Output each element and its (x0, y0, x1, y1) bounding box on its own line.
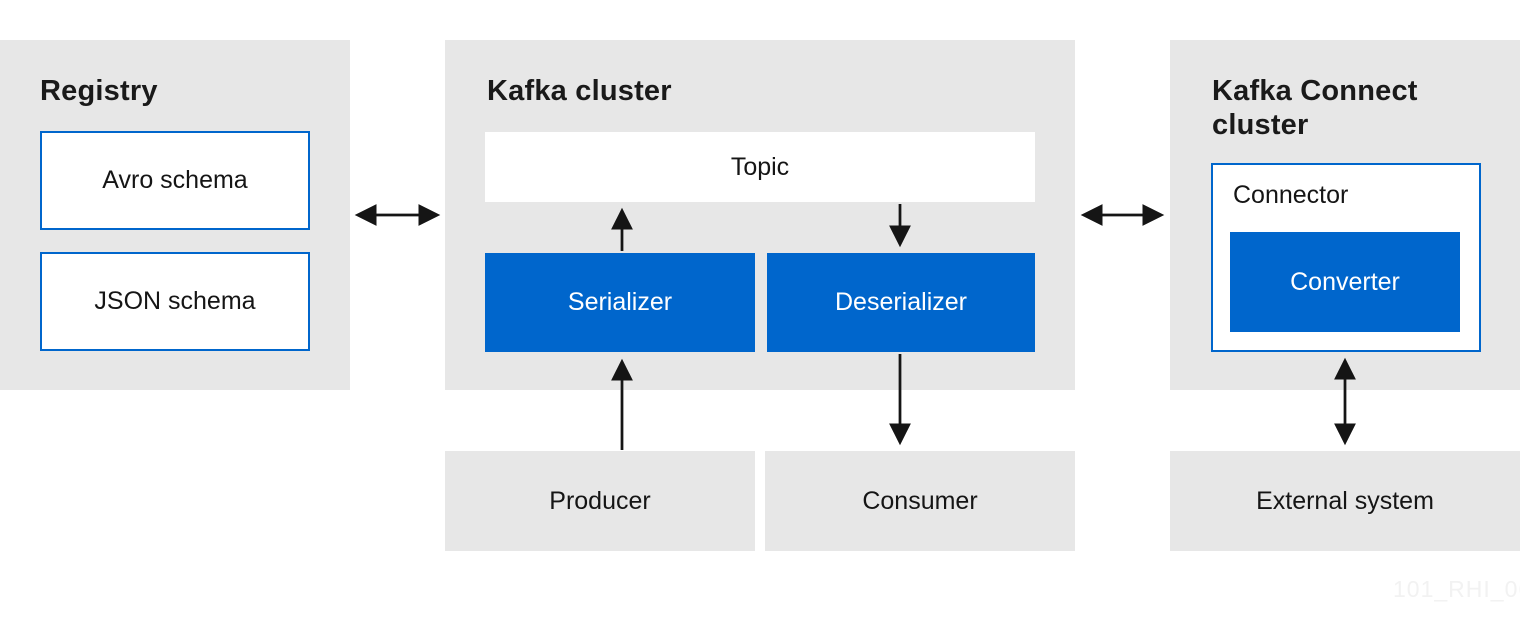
external-system-label: External system (1256, 486, 1434, 515)
watermark-text: 101_RHI_0620 (1393, 576, 1520, 602)
serializer-box: Serializer (485, 253, 755, 352)
kafka-cluster-panel: Kafka cluster Topic Serializer Deseriali… (445, 40, 1075, 390)
serializer-label: Serializer (567, 288, 673, 316)
producer-label: Producer (549, 486, 651, 515)
converter-label: Converter (1290, 267, 1400, 296)
json-schema-box: JSON schema (40, 252, 310, 351)
producer-box: Producer (445, 451, 755, 551)
registry-panel: Registry Avro schema JSON schema (0, 40, 350, 390)
deserializer-label: Deserializer (835, 288, 967, 316)
registry-title: Registry (40, 75, 158, 107)
topic-box: Topic (485, 132, 1035, 202)
avro-schema-label: Avro schema (102, 166, 248, 194)
kafka-cluster-title: Kafka cluster (487, 75, 672, 107)
deserializer-box: Deserializer (767, 253, 1035, 352)
external-system-box: External system (1170, 451, 1520, 551)
json-schema-label: JSON schema (94, 287, 256, 315)
kafka-connect-cluster-panel: Kafka Connect cluster Connector Converte… (1170, 40, 1520, 390)
consumer-box: Consumer (765, 451, 1075, 551)
consumer-label: Consumer (862, 486, 978, 515)
connector-box: Connector Converter (1211, 163, 1481, 352)
avro-schema-box: Avro schema (40, 131, 310, 230)
connector-label: Connector (1233, 181, 1349, 209)
converter-box: Converter (1230, 232, 1460, 332)
kafka-connect-cluster-title: Kafka Connect cluster (1212, 75, 1418, 141)
topic-label: Topic (730, 152, 790, 181)
